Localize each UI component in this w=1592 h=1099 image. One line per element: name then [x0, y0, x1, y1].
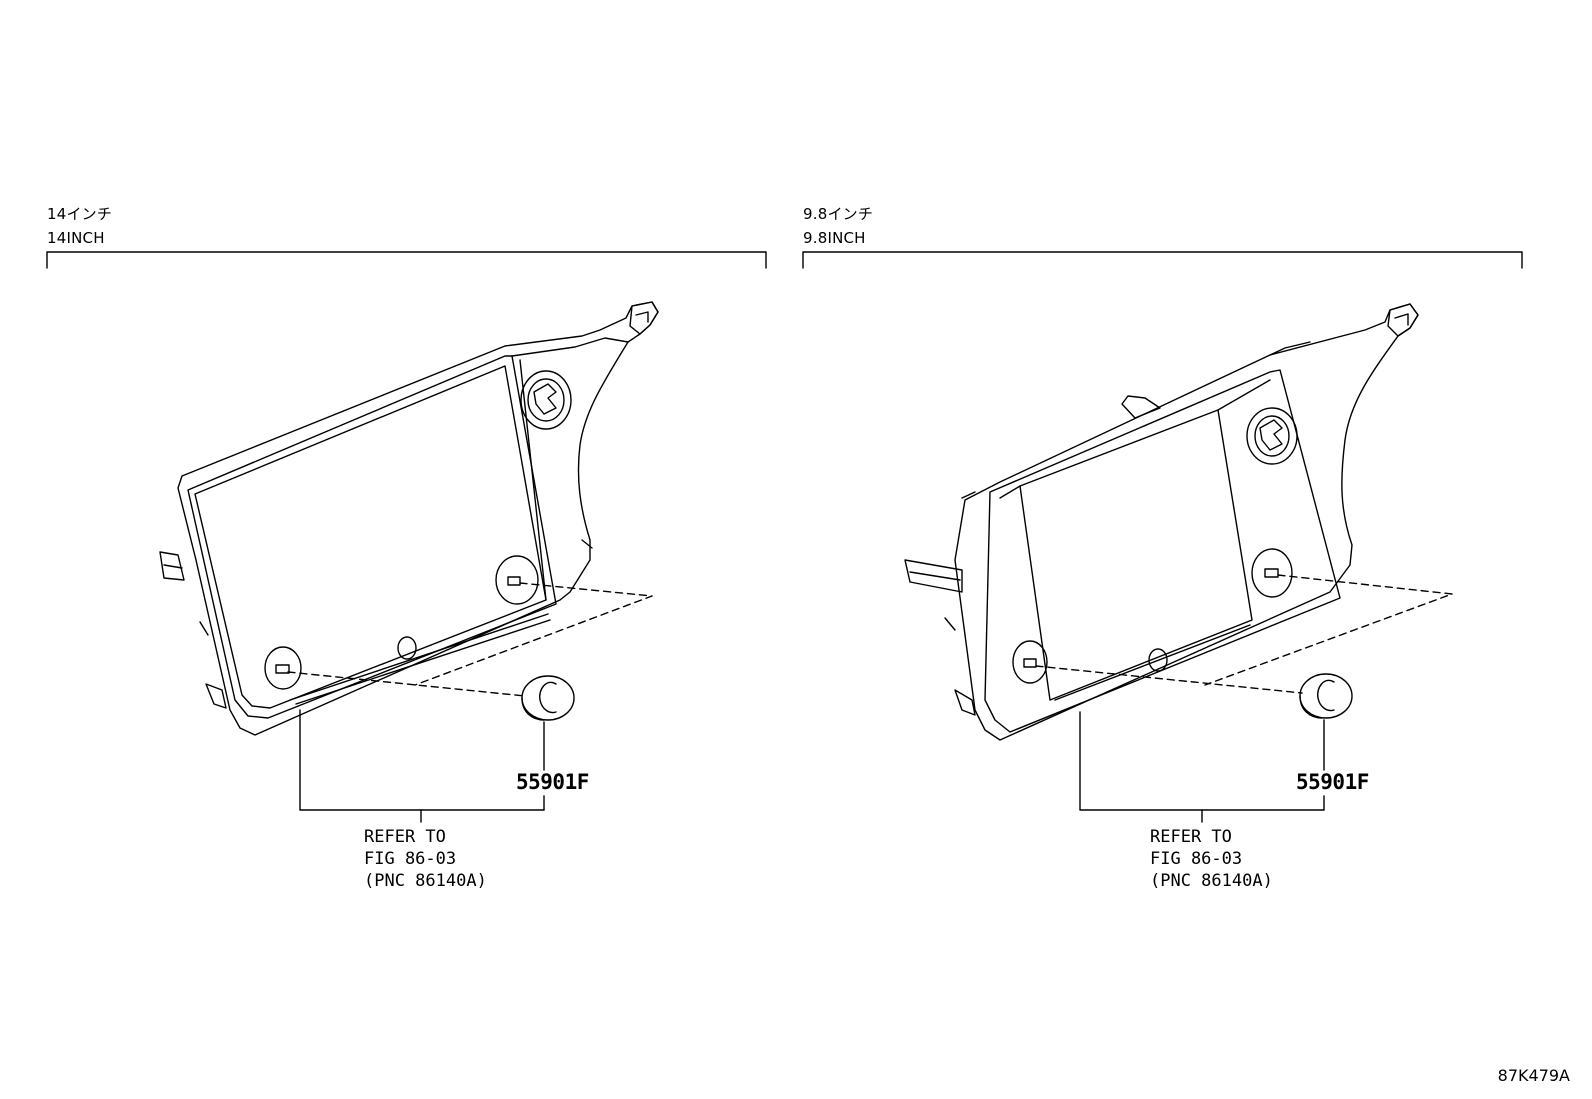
panel-title-en: 14INCH	[47, 229, 105, 247]
part-number-label[interactable]: 55901F	[516, 770, 589, 794]
panel-title-jp: 14インチ	[47, 205, 113, 223]
reference-line-2: FIG 86-03	[1150, 849, 1243, 869]
reference-line-3: (PNC 86140A)	[1150, 871, 1273, 891]
reference-line-3: (PNC 86140A)	[364, 871, 487, 891]
part-number-label[interactable]: 55901F	[1296, 770, 1369, 794]
panel-title-en: 9.8INCH	[803, 229, 866, 247]
reference-line-1: REFER TO	[1150, 827, 1232, 847]
callout-lines-9-8inch	[1079, 711, 1325, 823]
dashed-leaders-14inch	[287, 582, 653, 697]
display-bezel-14inch[interactable]	[159, 301, 659, 736]
figure-code: 87K479A	[1497, 1066, 1570, 1085]
bracket-line-14inch	[46, 251, 767, 269]
display-bezel-9-8inch[interactable]	[904, 303, 1419, 741]
bracket-line-9-8inch	[802, 251, 1523, 269]
dashed-leaders-9-8inch	[1035, 574, 1453, 694]
cushion-part-14inch[interactable]	[521, 675, 575, 721]
reference-line-2: FIG 86-03	[364, 849, 457, 869]
callout-lines-14inch	[299, 709, 545, 823]
reference-line-1: REFER TO	[364, 827, 446, 847]
cushion-part-9-8inch[interactable]	[1299, 673, 1353, 719]
panel-title-jp: 9.8インチ	[803, 205, 874, 223]
